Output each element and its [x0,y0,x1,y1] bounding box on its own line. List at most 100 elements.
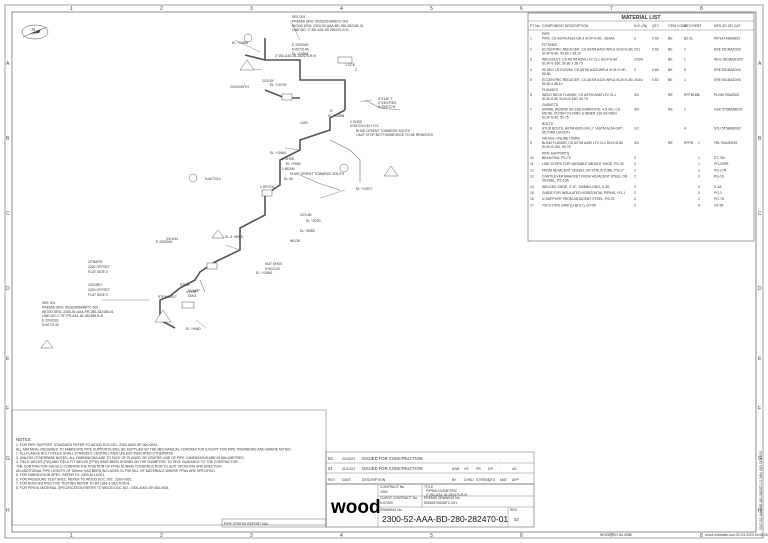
north-arrow-label: N [32,27,35,32]
grid-col-label-bottom: 5 [430,533,433,539]
iso-label: LIMIT STOP BOTTOM/BRIDGE TO BE REMOVED [356,133,434,137]
material-pt-no: 12 [530,168,534,172]
revision-header-cell: APP [512,478,520,482]
iso-label: 1 CCE [345,63,356,67]
cont-left-line: PREMIS DRG: 50262906848ITC-001 [42,305,98,309]
notes-line: ALL MATERIAL REQUIRED TO FABRICATE PIPE … [16,447,292,451]
revision-date: 02/03/23 [342,457,355,461]
notes-heading: NOTES: [16,437,32,442]
iso-label: EL +10977 [356,187,372,191]
revision-header-cell: DATE [342,478,352,482]
cont-left-line: E 2002033 [42,319,59,323]
material-id: PG-17R [714,168,727,172]
iso-label: 1 BEAM [282,167,295,171]
grid-col-label-top: 2 [160,6,163,12]
iso-label: N 6072/14 [205,177,221,181]
material-pt-no: 16 [530,197,534,201]
iso-label: WLDB [290,239,301,243]
stress-report-ref: PIPE STRESS REPORT N/A [224,522,269,526]
material-header-cell: MFG./ID OR CAT [714,24,740,28]
material-item-code: RE [668,93,673,97]
iso-label: EL 60 [284,177,293,181]
material-description: SPIRAL WOUND SS 316L/GRAPHITE, 4.5 mm, C… [542,108,621,120]
revision-header-cell: MAT [500,478,507,482]
material-pt-no: 17 [530,203,534,207]
material-id: PG-76 [714,197,724,201]
grid-col-label-top: 3 [250,6,253,12]
material-list-row: FITTINGS [542,43,558,47]
material-description: 90 DEG LR ELBOW, CS ASTM A420-WPL6 SCH=S… [542,68,627,76]
material-mto-ref: 6 [684,68,686,72]
material-list-table: MATERIAL LIST PT No.COMPONENT DESCRIPTIO… [527,12,755,242]
material-id: GT-95 [714,203,724,207]
notes-box: NOTES: 1. FOR PIPE SUPPORT STANDARD REFE… [11,409,327,526]
material-item-code: RE [668,141,673,145]
material-lt: 3 [698,191,700,195]
iso-label: 3"X14F-T [378,97,392,101]
premis-label: PREMIS DRAWING No. [424,496,460,500]
material-pt-no: 15 [530,191,534,195]
material-item-code: BE [668,58,673,62]
revision-header-cell: QTS [488,478,496,482]
material-pt-no: 9 [530,141,532,145]
material-qty: 0.60 [652,68,659,72]
grid-row-label-right: F [758,406,761,412]
material-pt-no: 5 [530,78,532,82]
iso-label: SHOE ORIENT TOWARDS SOUTH [356,129,411,133]
notes-line: AN ADDITIONAL PIPE LENGTH OF 150mm HAS B… [16,469,216,473]
client-contract-no: ILS7000 [380,501,393,505]
notes-line: 3. UNLESS OTHERWISE NOTED, ALL DIMENSION… [16,456,244,460]
material-id: PG-1 [714,191,722,195]
material-mto-ref: 1 [684,108,686,112]
iso-label: EL +8983 [300,229,315,233]
material-id: ERE 5S1BA2D04 [714,68,741,72]
material-pt-no: 14 [530,185,534,189]
drawing-number: 2300-52-AAA-BD-280-282470-01 [382,514,508,524]
grid-row-label-left: F [6,406,9,412]
material-ns: 3/4 [634,141,639,145]
grid-col-label-bottom: 7 [610,533,613,539]
material-ns: 2 [634,37,636,41]
material-description: U-SUPPORT FROM ADJACENT STEEL, PS-76 [542,197,614,201]
contract-label: CONTRACT No. [380,485,405,489]
notes-line: 5. FOR FABRICATION SPEC. REFER TO: 2300-… [16,473,105,477]
material-ns: 2 [634,162,636,166]
material-pt-no: 13 [530,175,534,179]
material-id: S-3A [714,185,722,189]
grid-row-label-left: C [6,211,10,217]
material-lt: 4 [698,185,700,189]
material-id: PIP1A7A9A3D03 [714,37,740,41]
grid-col-label-bottom: 4 [340,533,343,539]
iso-label: EL +10640 [270,151,286,155]
revision-mat: - [500,467,501,471]
material-description: BOLTS [542,122,554,126]
material-description: PIPE SUPPORTS [542,151,570,155]
iso-label: CLAMP [188,289,200,293]
rev-number: 02 [514,517,519,522]
iso-label: 2CS-8Y [262,79,275,83]
iso-label: EL +9983 [286,162,301,166]
material-header-cell: PT No. [530,24,541,28]
material-pt-no: 8 [530,126,532,130]
material-pt-no: 3 [530,58,532,62]
notes-line: 6. FOR PRESSURE TEST SPEC. REFER TO WOOD… [16,477,132,481]
material-item-code: BE [668,37,673,41]
material-lt: 1 [698,162,700,166]
material-description: BEAM PAD, PS-79 [542,156,571,160]
ref-top2-line: EL +10894 [292,52,308,56]
material-id: GSK 5T5BA98D02 [714,108,743,112]
revision-mat: - [500,457,501,461]
client-contract-label: CLIENT CONTRACT No. [380,496,418,500]
grid-col-label-bottom: 2 [160,533,163,539]
iso-label: 2X3/4XWTO [230,85,249,89]
iso-label: EL +10749 [270,83,286,87]
material-ns: 1/2 [634,126,639,130]
wood-logo: wood [330,497,381,518]
material-ns: 2X1 [634,47,640,51]
material-pt-no: 4 [530,68,532,72]
revision-chkd: VS [464,467,469,471]
